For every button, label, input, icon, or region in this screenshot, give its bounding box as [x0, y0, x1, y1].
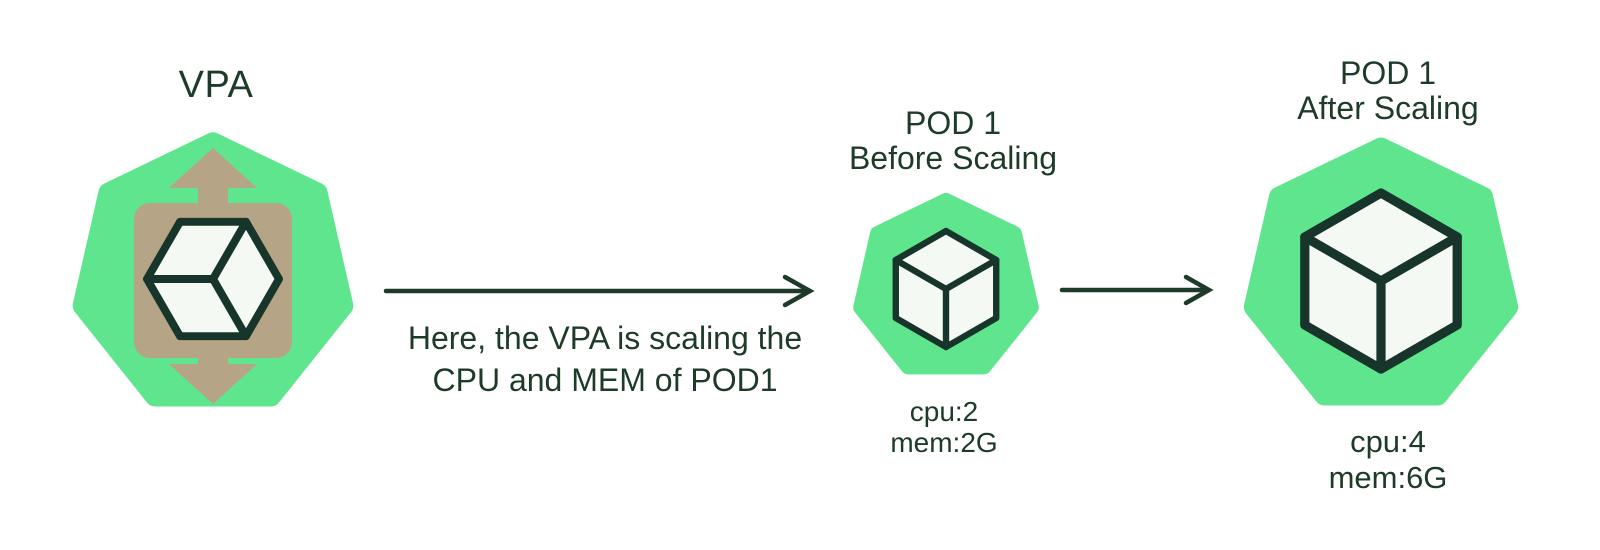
- pod-before-title-line2: Before Scaling: [848, 140, 1058, 176]
- flow-caption-line2: CPU and MEM of POD1: [432, 362, 778, 398]
- pod-before-resources: cpu:2 mem:2G: [890, 396, 997, 458]
- pod-after-title-line2: After Scaling: [1297, 90, 1479, 126]
- pod-before-mem: mem:2G: [890, 427, 998, 458]
- pod-after-title-line1: POD 1: [1339, 55, 1437, 91]
- pod-before-title: POD 1 Before Scaling: [849, 106, 1057, 176]
- pod-after-cube-icon: [1300, 188, 1462, 374]
- pod-after-title: POD 1 After Scaling: [1297, 56, 1478, 126]
- vpa-cube-icon: [143, 217, 283, 341]
- pod-after-cpu: cpu:4: [1350, 424, 1426, 459]
- pod-after-resources: cpu:4 mem:6G: [1329, 424, 1448, 496]
- vpa-title: VPA: [178, 64, 254, 106]
- flow-caption: Here, the VPA is scaling the CPU and MEM…: [408, 317, 802, 401]
- pod-before-cpu: cpu:2: [909, 396, 979, 427]
- arrow-head-icon: [1183, 274, 1214, 306]
- pod-before-cube-icon: [892, 227, 1000, 351]
- vpa-icon: [72, 132, 354, 407]
- pod-before-title-line1: POD 1: [904, 105, 1002, 141]
- pod-before-icon: [853, 192, 1039, 375]
- flow-arrow-secondary: [1059, 274, 1214, 306]
- cube-inner-edges: [892, 256, 1000, 351]
- cube-inner-edges: [1300, 232, 1462, 374]
- pod-after-mem: mem:6G: [1328, 460, 1448, 495]
- cube-inner-edges: [143, 217, 250, 341]
- scale-up-arrow: [169, 148, 257, 204]
- pod-after-icon: [1243, 137, 1519, 406]
- flow-caption-line1: Here, the VPA is scaling the: [407, 320, 803, 356]
- scale-down-arrow: [169, 348, 257, 404]
- arrow-head-icon: [782, 274, 815, 308]
- flow-arrow-main: [383, 274, 815, 308]
